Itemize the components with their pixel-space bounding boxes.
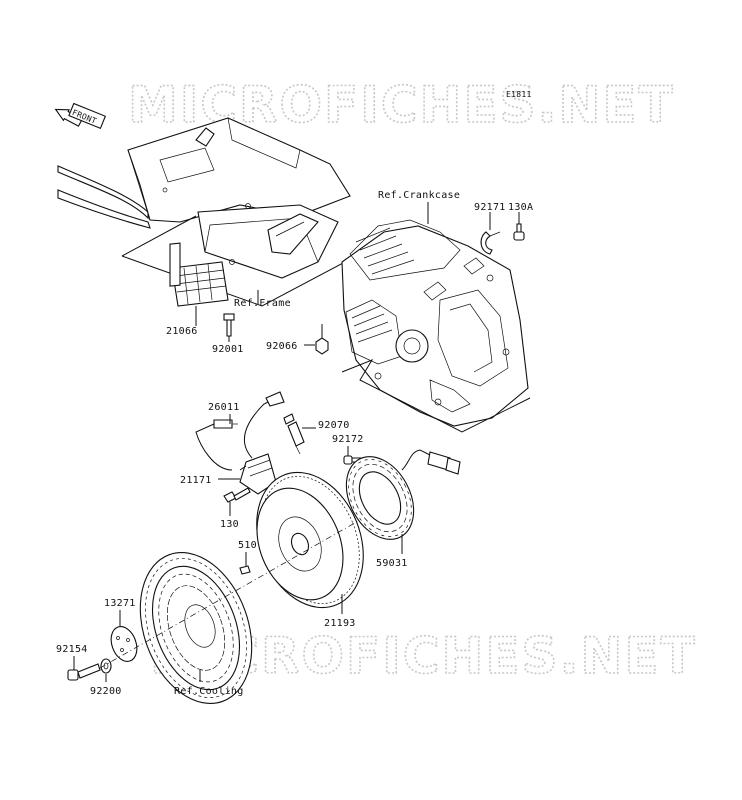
part-label-13271[interactable]: 13271 bbox=[104, 598, 136, 609]
part-label-21171[interactable]: 21171 bbox=[180, 475, 212, 486]
part-label-92066[interactable]: 92066 bbox=[266, 341, 298, 352]
clamp-92171 bbox=[480, 231, 501, 255]
part-label-92200[interactable]: 92200 bbox=[90, 686, 122, 697]
diagram-code: E1811 bbox=[506, 90, 532, 99]
stator-59031 bbox=[345, 449, 461, 540]
key-510 bbox=[239, 565, 251, 575]
nut-92066 bbox=[315, 337, 329, 355]
frame-assembly bbox=[57, 117, 351, 279]
bolt-130 bbox=[223, 487, 251, 503]
part-label-92154[interactable]: 92154 bbox=[56, 644, 88, 655]
ignition-coil-21171 bbox=[195, 391, 285, 495]
part-label-21193[interactable]: 21193 bbox=[324, 618, 356, 629]
part-label-130A[interactable]: 130A bbox=[508, 202, 533, 213]
part-label-26011[interactable]: 26011 bbox=[208, 402, 240, 413]
part-label-59031[interactable]: 59031 bbox=[376, 558, 408, 569]
spark-plug-92070 bbox=[283, 413, 305, 455]
regulator-21066 bbox=[169, 242, 229, 307]
cooling-fan bbox=[139, 552, 253, 704]
bolt-92001 bbox=[223, 313, 235, 337]
crankcase-assembly bbox=[341, 219, 529, 427]
part-label-21066[interactable]: 21066 bbox=[166, 326, 198, 337]
flywheel-21193 bbox=[256, 471, 364, 609]
label-ref-cooling: Ref.Cooling bbox=[174, 686, 244, 697]
bolt-92154 bbox=[67, 663, 101, 681]
part-label-130[interactable]: 130 bbox=[220, 519, 239, 530]
part-label-92171[interactable]: 92171 bbox=[474, 202, 506, 213]
label-ref-frame: Ref.Frame bbox=[234, 298, 291, 309]
part-label-510[interactable]: 510 bbox=[238, 540, 257, 551]
part-label-92172[interactable]: 92172 bbox=[332, 434, 364, 445]
part-label-92070[interactable]: 92070 bbox=[318, 420, 350, 431]
plate-13271 bbox=[110, 626, 138, 662]
washer-92200 bbox=[100, 658, 112, 674]
bolt-130A bbox=[513, 223, 525, 241]
label-ref-crankcase: Ref.Crankcase bbox=[378, 190, 460, 201]
front-arrow-icon: FRONT bbox=[54, 102, 107, 130]
part-label-92001[interactable]: 92001 bbox=[212, 344, 244, 355]
